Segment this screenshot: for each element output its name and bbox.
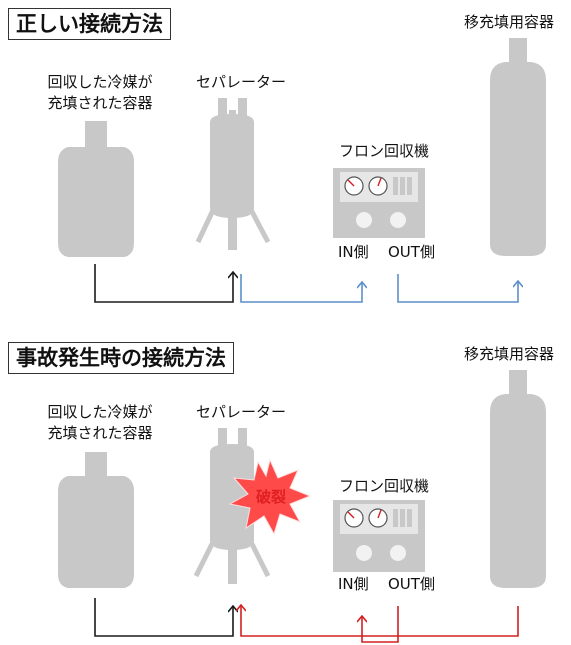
recovery-machine — [333, 168, 425, 238]
recovery-machine-2 — [333, 500, 425, 572]
in-side-label: IN側 — [338, 243, 369, 261]
machine-label: フロン回収機 — [339, 142, 430, 160]
transfer-container-label: 移充填用容器 — [464, 13, 555, 31]
in-side-label-2: IN側 — [338, 575, 369, 593]
separator-label: セパレーター — [196, 73, 287, 91]
separator-label-2: セパレーター — [196, 403, 287, 421]
out-side-label: OUT側 — [388, 243, 435, 261]
cylinder-label-2-line2: 充填された容器 — [47, 424, 153, 442]
red-line-return — [241, 605, 519, 637]
out-side-label-2: OUT側 — [388, 575, 435, 593]
separator — [195, 98, 271, 250]
red-line-in — [362, 606, 399, 643]
cylinder-label-2-line1: 回収した冷媒が — [47, 403, 153, 421]
blue-line-in-top — [240, 274, 362, 303]
correct-title: 正しい接続方法 — [8, 8, 171, 40]
cylinder-label-2: 回収した冷媒が 充填された容器 — [45, 402, 155, 444]
black-line-bottom — [94, 598, 233, 637]
machine-label-2: フロン回収機 — [339, 477, 430, 495]
burst-label: 破裂 — [256, 488, 287, 506]
cylinder-label-line1: 回収した冷媒が — [47, 73, 153, 91]
black-line-top — [94, 264, 233, 303]
burst-mark — [228, 458, 312, 536]
separator-2 — [193, 428, 271, 584]
transfer-container — [490, 38, 546, 256]
transfer-container-label-2: 移充填用容器 — [464, 345, 555, 363]
recovery-cylinder-2 — [58, 452, 134, 588]
blue-line-out-top — [397, 274, 518, 303]
cylinder-label-line2: 充填された容器 — [47, 94, 153, 112]
transfer-container-2 — [490, 370, 546, 588]
recovery-cylinder — [58, 121, 134, 257]
accident-title: 事故発生時の接続方法 — [8, 342, 234, 374]
cylinder-label: 回収した冷媒が 充填された容器 — [45, 72, 155, 114]
